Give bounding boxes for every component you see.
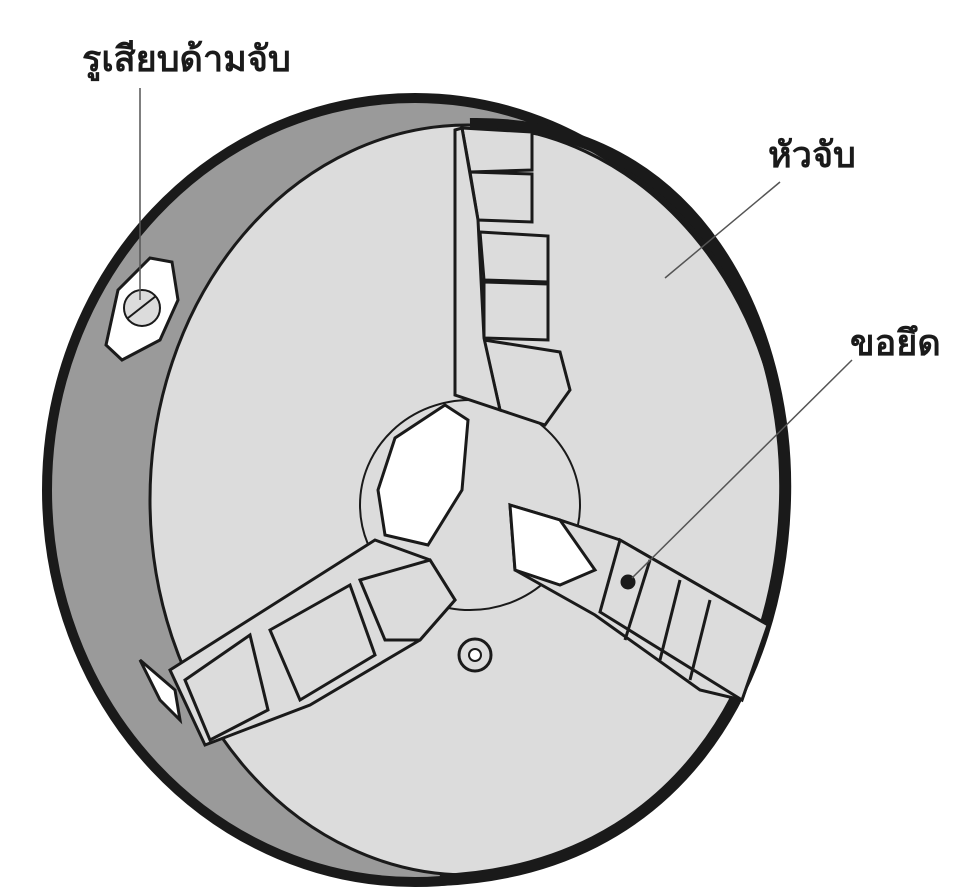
jaw-bottom-left [138,538,457,747]
leader-chuck-head [664,181,781,279]
face-screw [457,637,493,673]
rim-edge [439,117,792,886]
label-jaw: ขอยึด [850,323,941,364]
label-handle-hole: รูเสียบด้ามจับ [82,39,291,80]
jaw-right [508,502,770,703]
leader-jaw [631,359,853,579]
label-chuck-head: หัวจับ [768,135,856,176]
leader-lines [139,88,853,579]
jaw-top [453,126,572,427]
key-socket [104,256,180,362]
